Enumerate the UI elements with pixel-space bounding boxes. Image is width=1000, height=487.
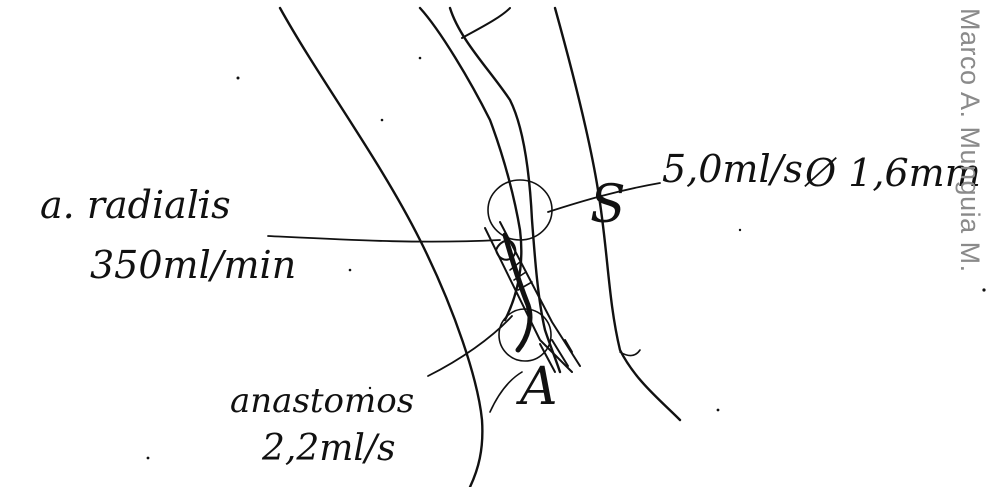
speck xyxy=(381,119,384,122)
speck xyxy=(717,409,720,412)
speck xyxy=(147,457,150,460)
author-credit: Marco A. Munguia M. xyxy=(954,8,985,408)
speck xyxy=(419,57,422,60)
label-anastomosis-value: 2,2ml/s xyxy=(261,428,396,469)
label-artery-flow: 350ml/min xyxy=(90,243,296,287)
label-anastomosis-name: anastomos xyxy=(230,381,414,421)
speck xyxy=(237,77,240,80)
label-vein-flow: 5,0ml/s xyxy=(662,147,803,191)
leader-radialis xyxy=(268,236,500,242)
label-letter-s: S xyxy=(590,175,626,235)
speck xyxy=(739,229,741,231)
top-branch-stroke xyxy=(462,8,510,38)
label-letter-a: A xyxy=(516,357,558,417)
a-region-lines xyxy=(490,372,522,412)
label-artery-name: a. radialis xyxy=(40,183,231,227)
speck xyxy=(349,269,352,272)
